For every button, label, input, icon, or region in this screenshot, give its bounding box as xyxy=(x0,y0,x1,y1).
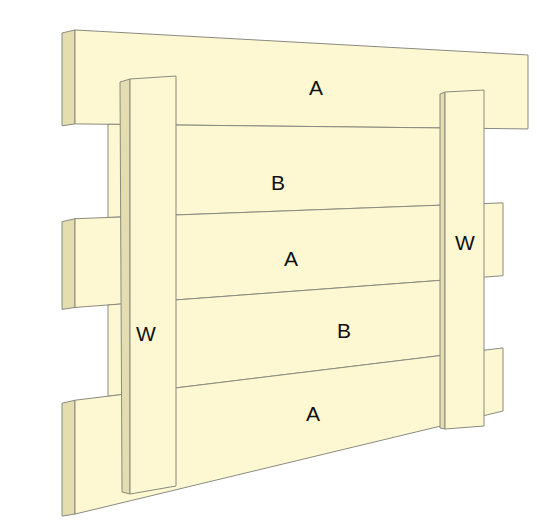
batten xyxy=(445,90,484,429)
batten xyxy=(130,76,176,494)
batten-side xyxy=(120,79,130,494)
board-end xyxy=(62,30,75,126)
batten-side xyxy=(440,92,445,429)
board-end xyxy=(62,219,75,310)
part-letter: B xyxy=(271,172,285,193)
part-letter: A xyxy=(309,77,323,98)
part-letter: W xyxy=(136,323,156,344)
part-letter: W xyxy=(455,232,475,253)
part-letter: A xyxy=(284,248,298,269)
part-letter: B xyxy=(337,320,351,341)
part-letter: A xyxy=(306,403,320,424)
board-end xyxy=(62,400,75,516)
